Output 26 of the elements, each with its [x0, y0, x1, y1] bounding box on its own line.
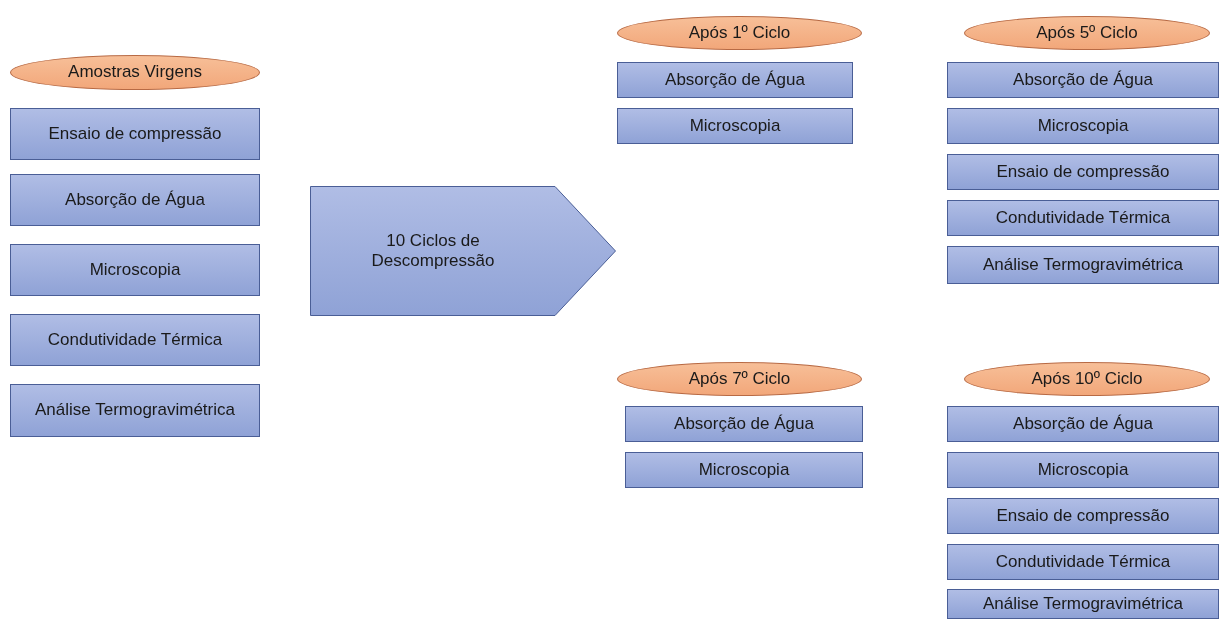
test-box: Absorção de Água: [617, 62, 853, 98]
test-box: Análise Termogravimétrica: [947, 246, 1219, 284]
test-box: Absorção de Água: [947, 406, 1219, 442]
test-box: Absorção de Água: [625, 406, 863, 442]
test-box: Condutividade Térmica: [947, 200, 1219, 236]
test-box: Microscopia: [617, 108, 853, 144]
test-box: Ensaio de compressão: [10, 108, 260, 160]
stage-pill: Após 1º Ciclo: [617, 16, 862, 50]
test-box: Microscopia: [947, 452, 1219, 488]
test-box: Ensaio de compressão: [947, 498, 1219, 534]
test-box: Microscopia: [10, 244, 260, 296]
test-box: Microscopia: [947, 108, 1219, 144]
process-label: 10 Ciclos de Descompressão: [370, 230, 496, 272]
test-box: Análise Termogravimétrica: [947, 589, 1219, 619]
process-arrow-shape: [310, 186, 616, 316]
test-box: Ensaio de compressão: [947, 154, 1219, 190]
test-box: Condutividade Térmica: [947, 544, 1219, 580]
stage-pill: Após 7º Ciclo: [617, 362, 862, 396]
test-box: Análise Termogravimétrica: [10, 384, 260, 437]
test-box: Absorção de Água: [10, 174, 260, 226]
stage-pill: Após 5º Ciclo: [964, 16, 1210, 50]
test-box: Absorção de Água: [947, 62, 1219, 98]
stage-pill: Amostras Virgens: [10, 55, 260, 90]
test-box: Condutividade Térmica: [10, 314, 260, 366]
test-box: Microscopia: [625, 452, 863, 488]
stage-pill: Após 10º Ciclo: [964, 362, 1210, 396]
